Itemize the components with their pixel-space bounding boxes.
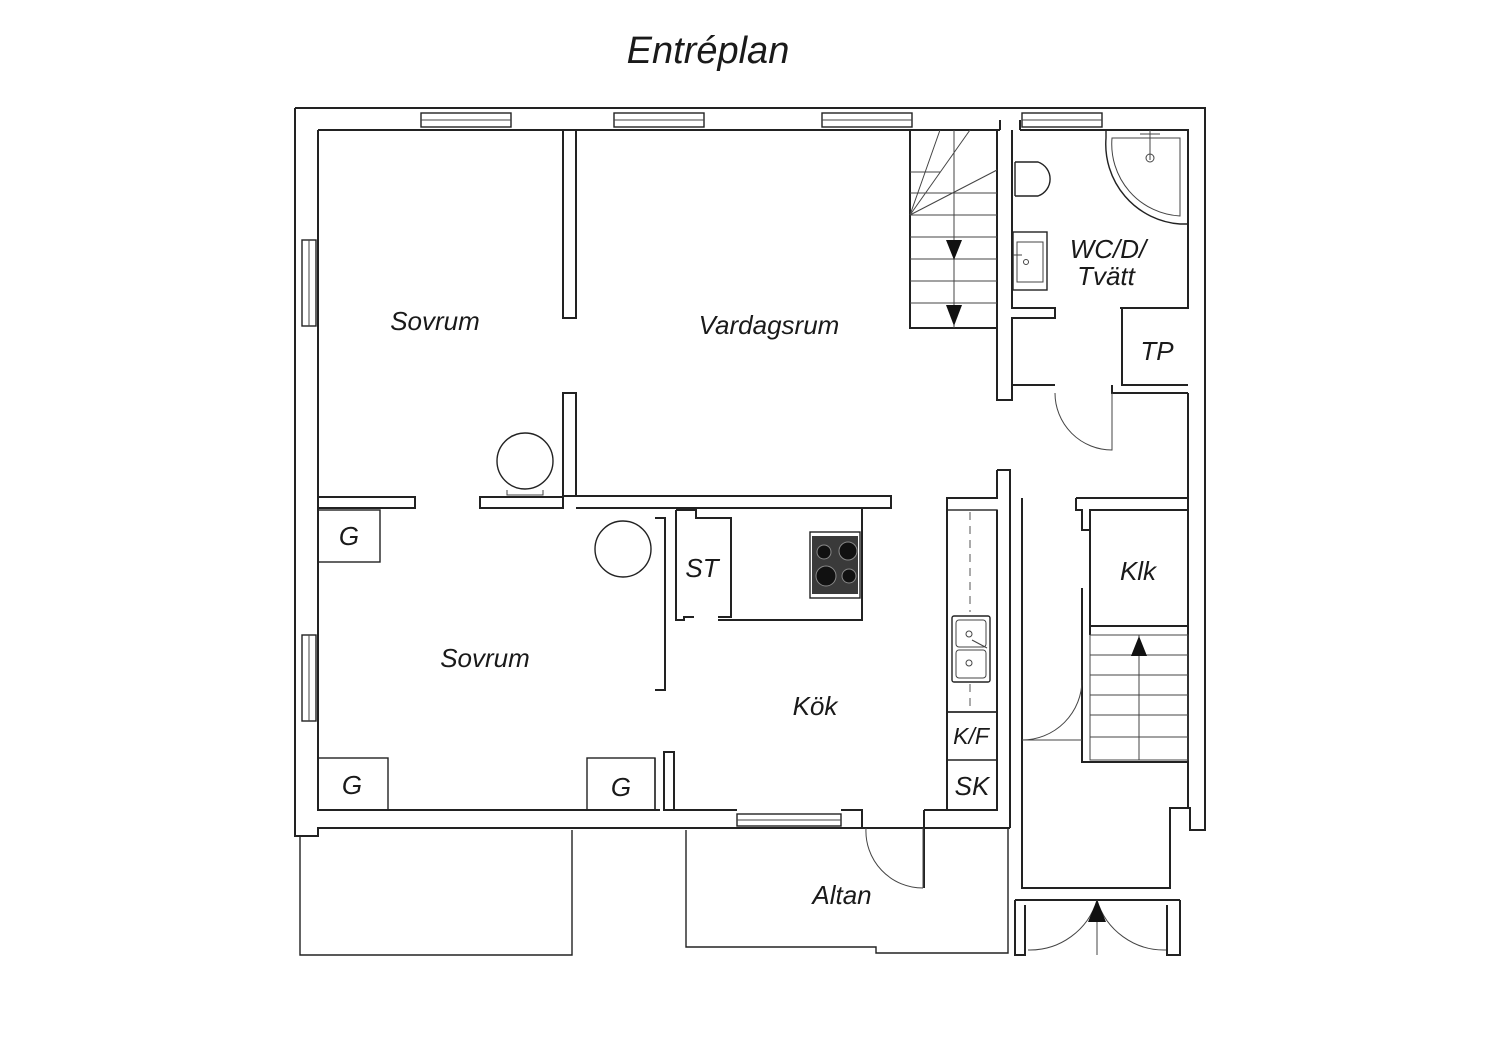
arrow-up-icon: [1131, 636, 1147, 656]
door: [1054, 392, 1113, 451]
room-label-wc-line1: WC/D/: [1070, 234, 1149, 264]
room-label-g-left: G: [339, 521, 359, 551]
washbasin: [1012, 231, 1048, 291]
stove-icon: [809, 531, 861, 599]
door: [865, 827, 924, 889]
room-label-g-bottom-mid: G: [611, 772, 631, 802]
windows: [301, 112, 1103, 827]
room-label-klk: Klk: [1120, 556, 1158, 586]
room-label-sovrum-top: Sovrum: [390, 306, 480, 336]
room-labels: Sovrum Vardagsrum WC/D/ Tvätt TP G ST Kl…: [339, 234, 1174, 910]
round-table: [594, 520, 652, 578]
sink-icon: [951, 615, 991, 683]
room-label-st: ST: [685, 553, 720, 583]
room-label-sk: SK: [955, 771, 991, 801]
toilet-icon: [1014, 161, 1051, 197]
room-label-g-bottom-left: G: [342, 770, 362, 800]
room-label-tp: TP: [1140, 336, 1174, 366]
room-label-kf: K/F: [953, 723, 991, 749]
arrow-down-icon: [946, 240, 962, 260]
stairs-up: [1088, 634, 1189, 922]
round-table: [496, 432, 554, 490]
room-label-wc-line2: Tvätt: [1077, 261, 1137, 291]
interior-walls: [318, 120, 1189, 956]
door: [1021, 679, 1083, 741]
exterior-walls: [294, 107, 1206, 837]
room-label-vardagsrum: Vardagsrum: [699, 310, 840, 340]
arrow-down-icon: [946, 305, 962, 326]
room-label-kok: Kök: [793, 691, 840, 721]
wardrobe: [317, 509, 381, 563]
stairs-down: [909, 129, 998, 328]
wardrobe: [317, 757, 389, 811]
deck: [299, 828, 1009, 956]
plan-title: Entréplan: [627, 30, 790, 72]
fixtures: [317, 129, 1189, 811]
doors: [865, 392, 1167, 955]
room-label-sovrum-bottom: Sovrum: [440, 643, 530, 673]
shower-icon: [1105, 129, 1189, 225]
arrow-up-icon: [1088, 900, 1106, 922]
room-label-altan: Altan: [810, 880, 871, 910]
